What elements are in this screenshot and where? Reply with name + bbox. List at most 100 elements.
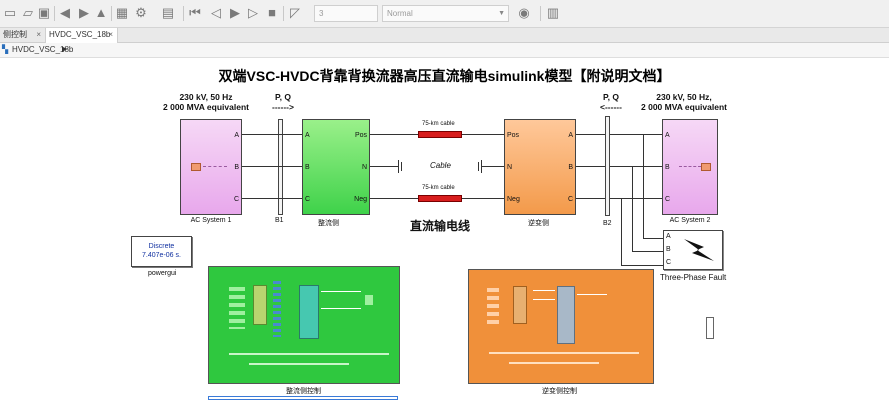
- dc-line-label: 直流输电线: [410, 219, 471, 233]
- model-canvas[interactable]: 双端VSC-HVDC背靠背换流器高压直流输电simulink模型【附说明文档】 …: [0, 58, 889, 400]
- bus-b1[interactable]: [278, 119, 283, 215]
- lightning-icon: [684, 239, 714, 261]
- stop-time-value: 3: [319, 9, 324, 18]
- rectifier-control-label: 整流侧控制: [286, 388, 321, 395]
- pq-left-arrow: ------>: [272, 102, 294, 112]
- port-c: C: [665, 196, 671, 203]
- port-pos: Pos: [507, 132, 520, 139]
- open-folder-icon[interactable]: ▱: [23, 5, 33, 20]
- new-model-icon[interactable]: ▭: [3, 5, 17, 20]
- close-icon[interactable]: ×: [108, 30, 113, 39]
- port-b: B: [568, 164, 573, 171]
- pq-right-annotation: P, Q <------: [592, 92, 630, 112]
- debug-icon[interactable]: ▥: [546, 5, 560, 20]
- step-forward-icon[interactable]: ▷: [248, 5, 258, 20]
- port-n: N: [507, 164, 513, 171]
- ground-left-icon: [398, 160, 399, 173]
- tab-label: 侧控制: [3, 30, 27, 39]
- rectifier-block[interactable]: A B C Pos N Neg: [302, 119, 370, 215]
- cable-top-label: 75-km cable: [422, 121, 455, 127]
- cable-bottom-block[interactable]: [418, 195, 462, 202]
- inverter-block[interactable]: Pos N Neg A B C: [504, 119, 576, 215]
- pq-left-annotation: P, Q ------>: [264, 92, 302, 112]
- right-source-line1: 230 kV, 50 Hz,: [656, 92, 712, 102]
- tab-strip: 侧控制 × HVDC_VSC_18b ×: [0, 28, 889, 43]
- library-browser-icon[interactable]: ▦: [115, 5, 129, 20]
- save-icon[interactable]: ▣: [37, 5, 51, 20]
- close-icon[interactable]: ×: [36, 30, 41, 39]
- inverter-control-label: 逆变侧控制: [542, 388, 577, 395]
- port-b: B: [305, 164, 310, 171]
- right-source-rating: 230 kV, 50 Hz, 2 000 MVA equivalent: [632, 92, 736, 112]
- powergui-label: powergui: [148, 270, 177, 277]
- port-n: N: [361, 164, 367, 171]
- model-advisor-icon[interactable]: ◉: [518, 5, 530, 20]
- breadcrumb: ▚ HVDC_VSC_18b ▶: [0, 43, 889, 58]
- up-icon[interactable]: ▲: [94, 5, 108, 20]
- inverter-control-subsystem[interactable]: [468, 269, 654, 384]
- ac-system-2-block[interactable]: A B C: [662, 119, 718, 215]
- cable-bottom-label: 75-km cable: [422, 185, 455, 191]
- model-icon: ▚: [2, 45, 9, 54]
- powergui-block[interactable]: Discrete 7.407e-06 s.: [131, 236, 192, 267]
- stop-icon[interactable]: ■: [268, 5, 276, 20]
- port-a: A: [568, 132, 573, 139]
- three-phase-fault-block[interactable]: A B C: [663, 230, 723, 270]
- tab-hvdc-model[interactable]: HVDC_VSC_18b ×: [46, 28, 118, 43]
- inverter-label: 逆变侧: [528, 220, 549, 227]
- stop-time-input[interactable]: 3: [314, 5, 378, 22]
- port-b: B: [234, 164, 239, 171]
- canvas-scroll-handle[interactable]: [706, 317, 714, 339]
- run-icon[interactable]: ▶: [230, 5, 240, 20]
- rectifier-label: 整流侧: [318, 220, 339, 227]
- simulation-mode-select[interactable]: Normal ▼: [382, 5, 509, 22]
- port-a: A: [666, 233, 671, 240]
- ac-system-2-label: AC System 2: [669, 217, 711, 224]
- toolbar: ▭ ▱ ▣ ◀ ▶ ▲ ▦ ⚙ ▤ ⏮ ◁ ▶ ▷ ■ ◸ 3 Normal ▼…: [0, 0, 889, 28]
- three-phase-fault-label: Three-Phase Fault: [660, 273, 727, 282]
- cable-center-label: Cable: [430, 161, 451, 170]
- port-neg: Neg: [354, 196, 367, 203]
- tab-control[interactable]: 侧控制 ×: [0, 28, 46, 43]
- port-c: C: [567, 196, 573, 203]
- step-icon[interactable]: ◁: [211, 5, 221, 20]
- port-c: C: [305, 196, 311, 203]
- left-source-line2: 2 000 MVA equivalent: [163, 102, 249, 112]
- scope-icon[interactable]: ◸: [290, 5, 300, 20]
- breadcrumb-arrow-icon: ▶: [62, 46, 68, 53]
- pq-left-label: P, Q: [275, 92, 291, 102]
- ac-system-1-block[interactable]: A B C: [180, 119, 242, 215]
- source-symbol-icon: [191, 163, 201, 171]
- port-pos: Pos: [354, 132, 367, 139]
- port-b: B: [666, 246, 671, 253]
- breadcrumb-model[interactable]: HVDC_VSC_18b: [12, 45, 74, 54]
- powergui-sample-time: 7.407e-06 s.: [142, 252, 181, 259]
- settings-gear-icon[interactable]: ⚙: [135, 5, 147, 20]
- forward-icon[interactable]: ▶: [79, 5, 89, 20]
- ac-system-1-label: AC System 1: [190, 217, 232, 224]
- port-c: C: [233, 196, 239, 203]
- port-a: A: [665, 132, 670, 139]
- source-symbol-icon: [701, 163, 711, 171]
- pq-right-label: P, Q: [603, 92, 619, 102]
- bus-b2-label: B2: [603, 220, 612, 227]
- simulation-mode-value: Normal: [387, 9, 413, 18]
- port-a: A: [234, 132, 239, 139]
- port-a: A: [305, 132, 310, 139]
- selection-outline: [208, 396, 398, 400]
- bus-b2[interactable]: [605, 116, 610, 216]
- left-source-rating: 230 kV, 50 Hz 2 000 MVA equivalent: [160, 92, 252, 112]
- model-explorer-icon[interactable]: ▤: [161, 5, 175, 20]
- tab-label: HVDC_VSC_18b: [49, 30, 111, 39]
- cable-top-block[interactable]: [418, 131, 462, 138]
- ground-right-icon: [478, 162, 479, 171]
- rectifier-control-subsystem[interactable]: [208, 266, 400, 384]
- diagram-title: 双端VSC-HVDC背靠背换流器高压直流输电simulink模型【附说明文档】: [218, 68, 671, 84]
- port-neg: Neg: [507, 196, 520, 203]
- chevron-down-icon: ▼: [498, 10, 505, 17]
- port-c: C: [666, 259, 672, 266]
- right-source-line2: 2 000 MVA equivalent: [641, 102, 727, 112]
- step-back-icon[interactable]: ⏮: [189, 5, 201, 20]
- left-source-line1: 230 kV, 50 Hz: [179, 92, 233, 102]
- back-icon[interactable]: ◀: [60, 5, 70, 20]
